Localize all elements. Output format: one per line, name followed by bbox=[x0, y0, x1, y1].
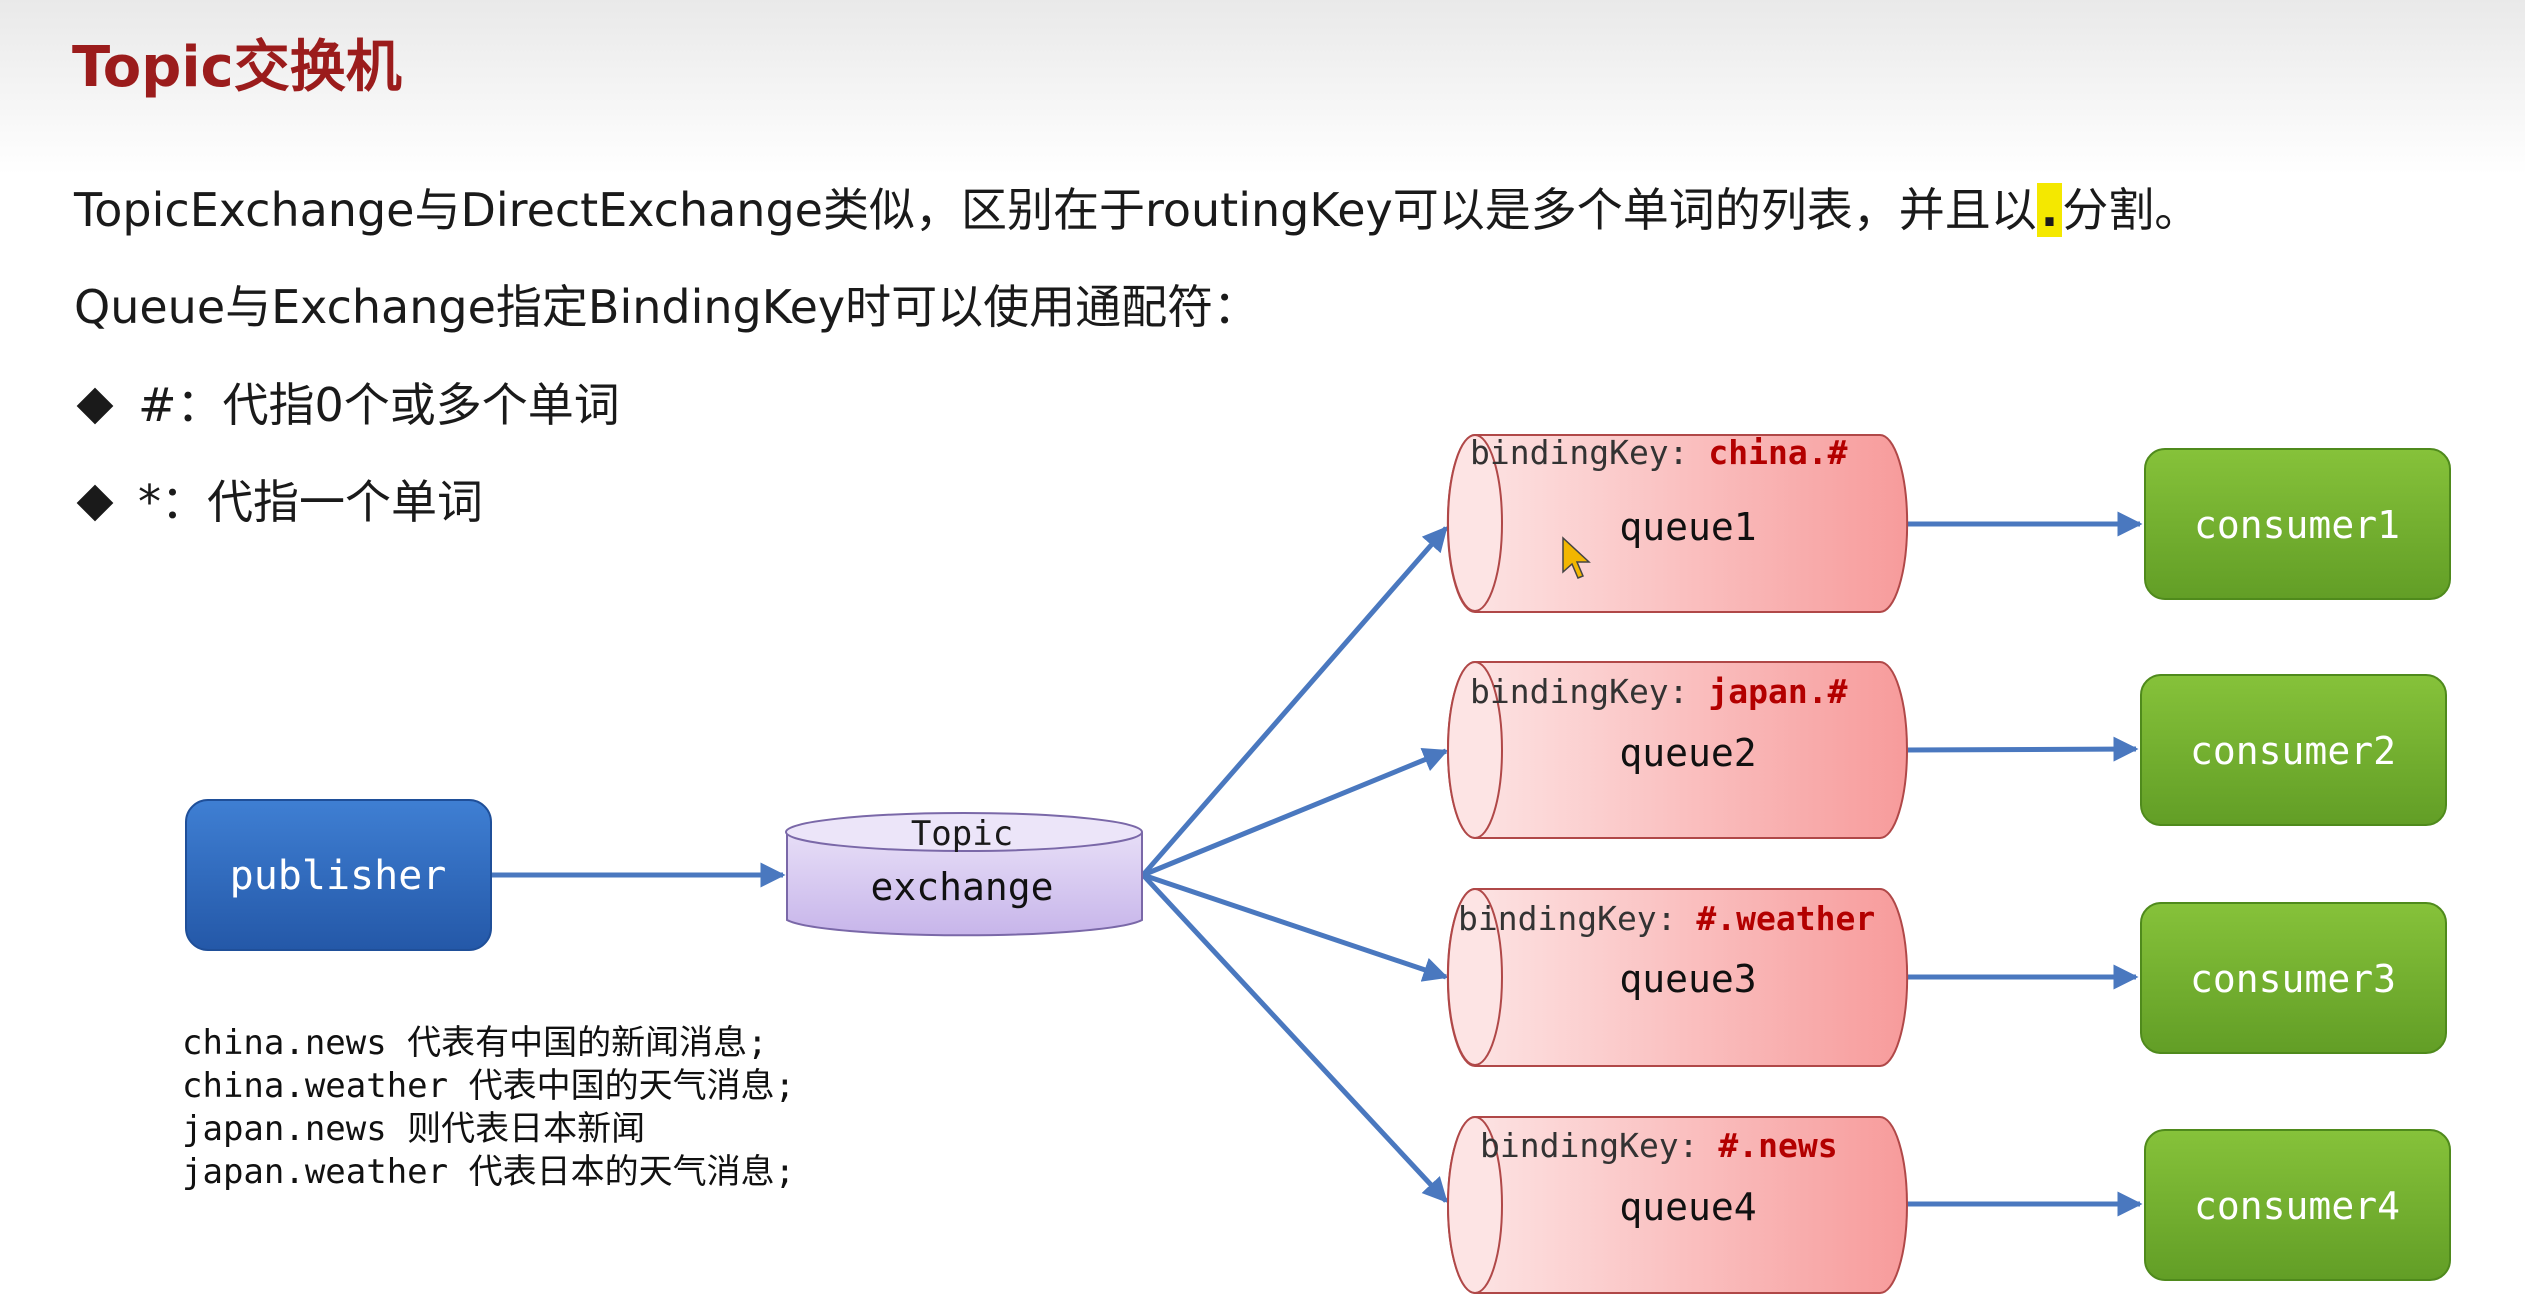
note-line-1: china.news 代表有中国的新闻消息; bbox=[182, 1023, 768, 1063]
intro-line-1: TopicExchange与DirectExchange类似，区别在于routi… bbox=[74, 180, 2200, 240]
publisher-label: publisher bbox=[230, 853, 447, 899]
exchange-to-queue4-arrow bbox=[1141, 873, 1448, 1203]
queue2-to-consumer2-arrow bbox=[1905, 736, 2139, 762]
bullet-star-text: *：代指一个单词 bbox=[138, 475, 483, 529]
bullet-star: *：代指一个单词 bbox=[74, 472, 483, 532]
exchange-to-queue1-arrow bbox=[1141, 526, 1448, 877]
queue3-label: queue3 bbox=[1619, 957, 1756, 1001]
consumer1-label: consumer1 bbox=[2194, 503, 2400, 547]
consumer3-node: consumer3 bbox=[2140, 902, 2447, 1054]
mouse-cursor-icon bbox=[1562, 536, 1591, 579]
bullet-hash-text: #：代指0个或多个单词 bbox=[138, 378, 620, 432]
header-band bbox=[0, 0, 2525, 175]
queue2-binding-key: bindingKey: japan.# bbox=[1470, 672, 1848, 711]
exchange-name-label: exchange bbox=[870, 865, 1053, 909]
queue4-node: bindingKey: #.news queue4 bbox=[1447, 1116, 1908, 1294]
note-line-4: japan.weather 代表日本的天气消息; bbox=[182, 1152, 796, 1192]
queue3-node: bindingKey: #.weather queue3 bbox=[1446, 888, 1909, 1067]
note-line-3: japan.news 则代表日本新闻 bbox=[182, 1109, 646, 1149]
dot-highlight: . bbox=[2036, 183, 2063, 237]
consumer2-label: consumer2 bbox=[2190, 729, 2396, 773]
exchange-to-queue2-arrow bbox=[1142, 747, 1449, 878]
page-title: Topic交换机 bbox=[72, 35, 402, 100]
queue1-label: queue1 bbox=[1619, 505, 1756, 549]
consumer4-node: consumer4 bbox=[2144, 1129, 2451, 1281]
queue1-node: bindingKey: china.# queue1 bbox=[1446, 433, 1909, 613]
routing-key-examples: china.news 代表有中国的新闻消息;china.weather 代表中国… bbox=[182, 1022, 795, 1194]
publisher-node: publisher bbox=[185, 799, 492, 951]
intro-line-1-end: 分割。 bbox=[2062, 183, 2201, 237]
exchange-to-queue3-arrow bbox=[1142, 872, 1449, 982]
exchange-node: Topic exchange bbox=[785, 812, 1143, 937]
note-line-2: china.weather 代表中国的天气消息; bbox=[182, 1066, 796, 1106]
consumer1-node: consumer1 bbox=[2144, 448, 2451, 600]
queue2-node: bindingKey: japan.# queue2 bbox=[1447, 661, 1908, 839]
exchange-type-label: Topic bbox=[911, 814, 1013, 854]
queue4-binding-key: bindingKey: #.news bbox=[1480, 1126, 1838, 1165]
queue1-binding-key: bindingKey: china.# bbox=[1470, 433, 1848, 472]
consumer2-node: consumer2 bbox=[2140, 674, 2447, 826]
bullet-hash: #：代指0个或多个单词 bbox=[74, 375, 620, 435]
queue3-binding-key: bindingKey: #.weather bbox=[1458, 899, 1875, 938]
queue4-label: queue4 bbox=[1619, 1185, 1756, 1229]
intro-line-1-text: TopicExchange与DirectExchange类似，区别在于routi… bbox=[74, 183, 2037, 237]
intro-line-2: Queue与Exchange指定BindingKey时可以使用通配符： bbox=[74, 280, 1260, 334]
queue2-label: queue2 bbox=[1619, 731, 1756, 775]
consumer4-label: consumer4 bbox=[2194, 1184, 2400, 1228]
consumer3-label: consumer3 bbox=[2190, 957, 2396, 1001]
